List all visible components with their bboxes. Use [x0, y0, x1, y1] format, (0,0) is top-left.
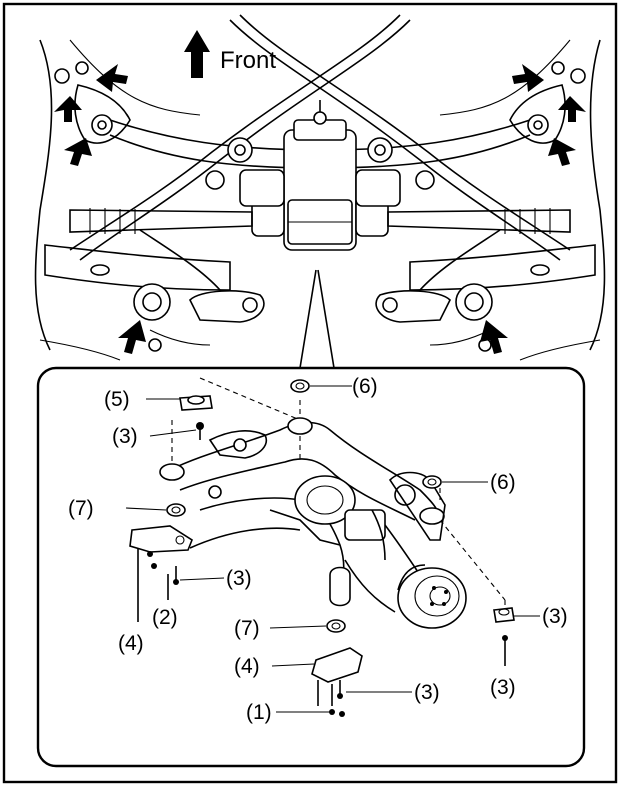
callout-6-top: (6) — [352, 375, 378, 398]
callout-3-left-upper: (3) — [112, 425, 138, 448]
callout-line-right — [317, 269, 335, 369]
subframe-exploded-view — [129, 377, 515, 717]
callout-leaders — [125, 385, 540, 713]
undercarriage-top-view — [34, 14, 606, 361]
callout-4-left: (4) — [118, 632, 144, 655]
callout-line-left — [299, 269, 317, 369]
callout-5: (5) — [104, 388, 130, 411]
outer-frame — [2, 2, 618, 784]
callout-7-center: (7) — [234, 617, 260, 640]
callout-6-right: (6) — [490, 471, 516, 494]
callout-2: (2) — [152, 606, 178, 629]
callout-4-center: (4) — [234, 655, 260, 678]
callout-3-left-lower: (3) — [226, 567, 252, 590]
callout-3-bottom: (3) — [414, 681, 440, 704]
front-direction-arrow — [184, 30, 210, 78]
mount-arrows — [54, 64, 586, 354]
front-label: Front — [220, 47, 276, 74]
callout-1: (1) — [246, 701, 272, 724]
callout-3-right-mid: (3) — [542, 605, 568, 628]
callout-7-left: (7) — [68, 497, 94, 520]
callout-3-right-low: (3) — [490, 676, 516, 699]
detail-inset-panel — [36, 366, 586, 768]
